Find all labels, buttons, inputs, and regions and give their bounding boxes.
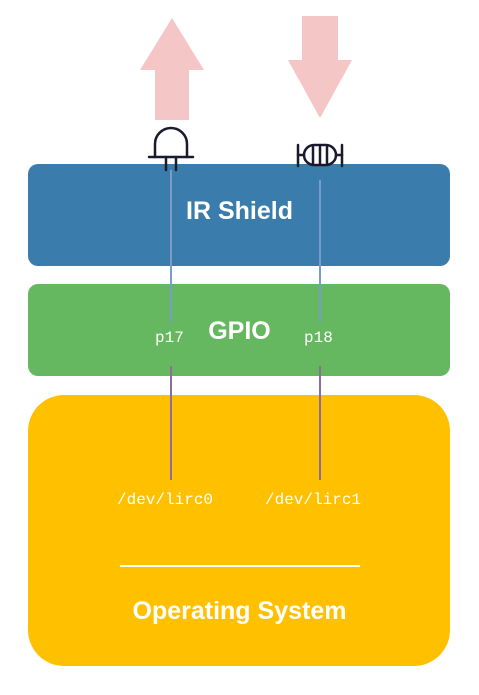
operating-system-layer [28, 395, 450, 666]
device-label-lirc1: /dev/lirc1 [265, 491, 362, 509]
up-arrow [140, 18, 204, 120]
pin-label-p18: p18 [304, 329, 333, 347]
os-divider [120, 565, 360, 567]
gpio-title: GPIO [208, 317, 271, 345]
ir-shield-layer [28, 164, 450, 266]
ir-shield-title: IR Shield [186, 197, 293, 225]
led-icon [147, 126, 195, 172]
device-label-lirc0: /dev/lirc0 [117, 491, 214, 509]
operating-system-title: Operating System [132, 597, 347, 625]
ir-receiver-icon [296, 143, 344, 168]
pin-label-p17: p17 [155, 329, 184, 347]
gpio-layer [28, 284, 450, 376]
down-arrow [288, 16, 352, 118]
